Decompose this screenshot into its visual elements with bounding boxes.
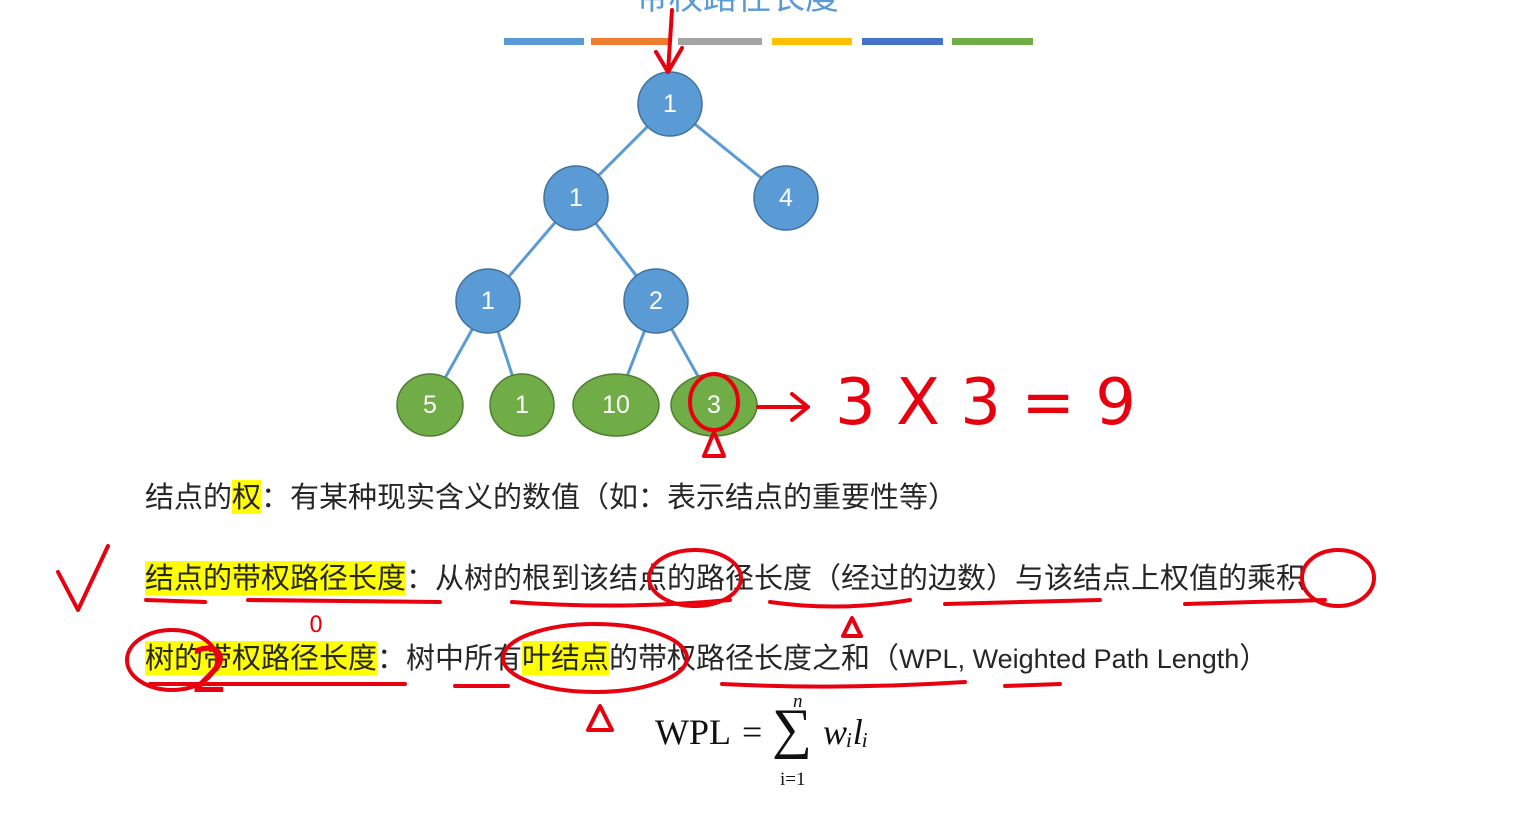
- formula-equals: =: [742, 712, 763, 752]
- color-bar-segment: [862, 38, 943, 45]
- definition-leaf-node-term: 叶结点: [522, 641, 610, 675]
- tree-node-l2-left: 1: [455, 268, 521, 334]
- formula-lower-limit: i=1: [780, 769, 806, 790]
- definition-weight-prefix: 结点的: [145, 480, 233, 514]
- definition-tree-wpl-close: ）: [1239, 641, 1269, 675]
- definition-weight: 结点的权：有某种现实含义的数值（如：表示结点的重要性等）: [145, 477, 957, 517]
- svg-text:3: 3: [707, 391, 721, 419]
- definition-weight-text: ：有某种现实含义的数值（如：表示结点的重要性等）: [261, 480, 958, 514]
- tree-node-l2-right: 2: [623, 268, 689, 334]
- tree-edges: [428, 102, 787, 406]
- definition-tree-wpl: 树的带权路径长度：树中所有叶结点的带权路径长度之和（WPL, Weighted …: [145, 638, 1268, 679]
- tree-node-l1-right: 4: [753, 165, 819, 231]
- svg-text:1: 1: [515, 391, 529, 419]
- tree-node-root: 1: [637, 71, 703, 137]
- formula-upper-limit: n: [793, 691, 803, 712]
- definition-node-wpl-text: ：从树的根到该结点的路径长度（经过的边数）与该结点上权值的乘积: [406, 561, 1306, 595]
- definition-node-wpl-term: 结点的带权路径长度: [145, 561, 407, 595]
- svg-text:1: 1: [663, 90, 677, 118]
- definition-node-wpl: 结点的带权路径长度：从树的根到该结点的路径长度（经过的边数）与该结点上权值的乘积: [145, 558, 1305, 598]
- tree-node-l1-left: 1: [543, 165, 609, 231]
- definition-tree-wpl-text2: 的带权路径长度之和（: [609, 641, 900, 675]
- formula-sigma: ∑: [772, 698, 812, 760]
- svg-text:1: 1: [481, 287, 495, 315]
- svg-text:4: 4: [779, 184, 793, 212]
- color-bar-segment: [678, 38, 762, 45]
- definition-weight-term: 权: [232, 480, 262, 514]
- formula-term: wᵢlᵢ: [823, 712, 869, 752]
- svg-text:5: 5: [423, 391, 437, 419]
- color-bar-segment: [504, 38, 584, 45]
- wpl-formula: WPL = ∑ n i=1 wᵢlᵢ: [655, 691, 895, 795]
- tree-leaf: 1: [489, 373, 555, 437]
- tree-leaf: 10: [572, 373, 660, 437]
- color-bar-segment: [952, 38, 1033, 45]
- slide-title: 带权路径长度: [635, 0, 935, 16]
- tree-leaf: 3: [670, 373, 758, 437]
- definition-tree-wpl-term: 树的带权路径长度: [145, 641, 378, 675]
- color-bar-segment: [772, 38, 852, 45]
- svg-text:2: 2: [649, 287, 663, 315]
- svg-text:10: 10: [602, 391, 630, 419]
- formula-lhs: WPL: [655, 712, 731, 752]
- definition-tree-wpl-text: ：树中所有: [377, 641, 523, 675]
- tree-leaf: 5: [396, 373, 464, 437]
- wpl-english-name: WPL, Weighted Path Length: [899, 644, 1240, 674]
- svg-text:1: 1: [569, 184, 583, 212]
- color-bar-segment: [591, 38, 671, 45]
